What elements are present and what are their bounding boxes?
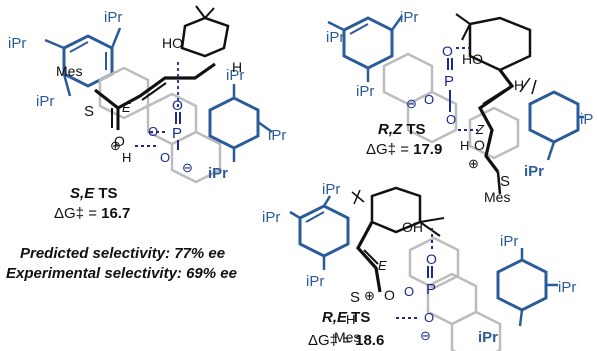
re-e-flag: E: [378, 258, 387, 273]
re-backbone: [356, 221, 382, 293]
rz-backbone: [477, 69, 515, 173]
se-ts-structure: [44, 5, 273, 184]
re-aryl-ring: [298, 204, 350, 258]
se-ipr-1: iPr: [8, 35, 26, 52]
se-e-flag: E: [122, 100, 131, 115]
re-dg: ΔG‡ = 18.6: [308, 332, 384, 349]
rz-h-bond: H: [460, 138, 469, 153]
re-ipr-5: iPr: [558, 279, 576, 296]
re-p: P: [426, 281, 436, 298]
se-h-bond: H: [122, 150, 131, 165]
se-o-bottom: O: [160, 150, 170, 165]
rz-dg: ΔG‡ = 17.9: [366, 141, 442, 158]
rz-z-flag: Z: [475, 122, 485, 137]
rz-h: H: [514, 77, 524, 93]
re-o-left: O: [404, 284, 414, 299]
re-s: S: [350, 289, 360, 306]
se-o-carbonyl: O: [114, 133, 125, 149]
rz-ipr-4: iP: [580, 111, 593, 128]
rz-ipr-5: iPr: [524, 163, 544, 180]
re-minus: ⊖: [420, 328, 431, 343]
rz-plus: ⊕: [468, 156, 479, 171]
se-backbone: [94, 62, 216, 110]
predicted-selectivity: Predicted selectivity: 77% ee: [20, 245, 225, 262]
re-ipr-1: iPr: [262, 209, 280, 226]
rz-o-carbonyl: O: [474, 137, 485, 153]
se-ipr-4: iPr: [226, 67, 244, 84]
re-ipr-2: iPr: [322, 181, 340, 198]
rz-o-bottom: O: [446, 112, 456, 127]
re-ts-label: R,E TS: [322, 309, 370, 326]
se-aryl-ring-right: [208, 96, 260, 150]
se-cyclohexane: [180, 16, 230, 58]
rz-ho: HO: [462, 51, 483, 67]
rz-o-top: O: [442, 43, 453, 59]
re-ipr-4: iPr: [500, 233, 518, 250]
se-o-left: O: [148, 124, 158, 139]
se-p: P: [172, 125, 182, 142]
se-dg: ΔG‡ = 16.7: [54, 205, 130, 222]
rz-ring: [468, 16, 532, 72]
se-o-top: O: [172, 97, 183, 113]
se-ipr-6: iPr: [208, 165, 228, 182]
rz-ts-label: R,Z TS: [378, 121, 426, 138]
re-o-bottom: O: [424, 310, 434, 325]
re-o-carbonyl: O: [384, 287, 395, 303]
rz-ts-structure: [327, 13, 584, 195]
rz-ipr-3: iPr: [356, 83, 374, 100]
se-ho: HO: [162, 35, 183, 51]
re-ts-structure: [289, 186, 558, 351]
re-aryl-ring-right: [496, 258, 548, 312]
se-mes: Mes: [56, 63, 82, 79]
se-minus: ⊖: [182, 160, 193, 175]
re-oh: OH: [402, 219, 423, 235]
rz-mes: Mes: [484, 189, 510, 205]
rz-o-left: O: [424, 92, 434, 107]
rz-aryl-ring: [342, 16, 394, 70]
re-ipr-3: iPr: [306, 273, 324, 290]
rz-s: S: [500, 173, 510, 190]
experimental-selectivity: Experimental selectivity: 69% ee: [6, 265, 237, 282]
rz-ipr-1: iPr: [326, 29, 344, 46]
se-plus: ⊕: [110, 138, 121, 153]
rz-p: P: [444, 73, 454, 90]
se-ipr-2: iPr: [104, 9, 122, 26]
se-ts-label: S,E TS: [70, 185, 118, 202]
rz-ipr-2: iPr: [400, 9, 418, 26]
se-ipr-3: iPr: [36, 93, 54, 110]
re-o-top: O: [426, 251, 437, 267]
re-h-bond: H: [346, 312, 355, 327]
rz-minus: ⊖: [406, 96, 417, 111]
rz-aryl-ring-right: [528, 90, 580, 144]
re-ipr-6: iPr: [478, 329, 498, 346]
se-s: S: [84, 103, 94, 120]
se-h: H: [232, 59, 242, 75]
re-plus: ⊕: [364, 288, 375, 303]
se-ipr-5: iPr: [268, 127, 286, 144]
re-mes: Mes: [334, 329, 360, 345]
